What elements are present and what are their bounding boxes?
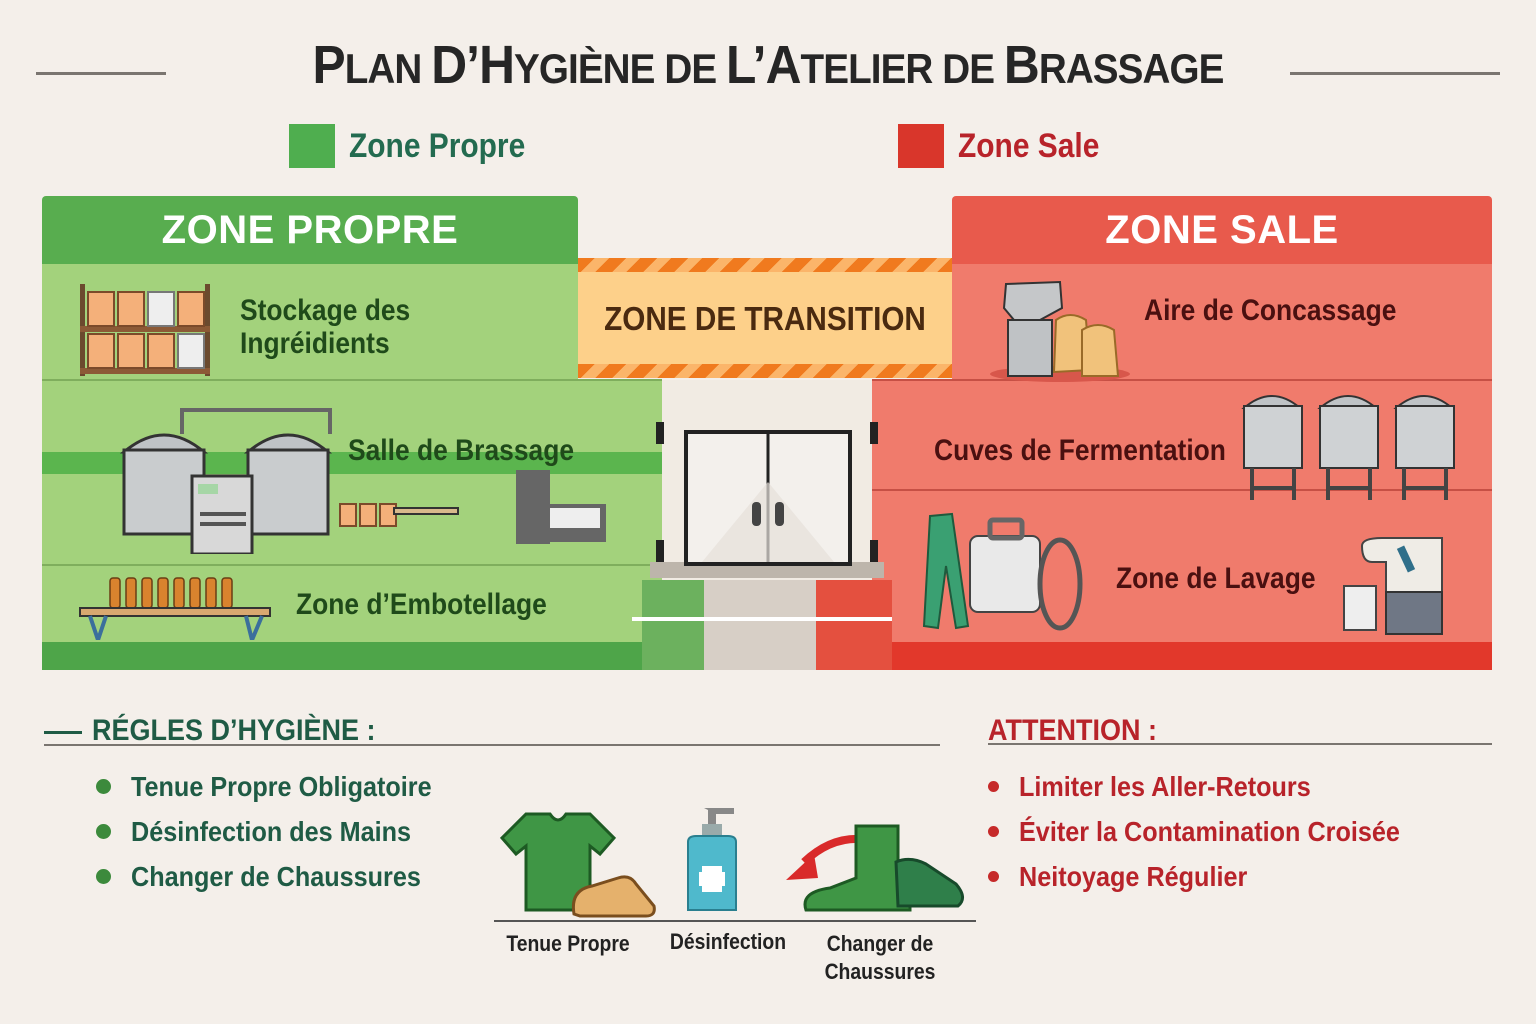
bullet-dot [988,871,999,882]
rules-divider [44,744,940,746]
corridor-floor-dirty [816,580,892,670]
area-label-fermentation: Cuves de Fermentation [934,434,1226,467]
attention-item: Neitoyage Régulier [988,854,1442,899]
attention-list: Limiter les Aller-Retours Éviter la Cont… [988,764,1442,899]
bottling-table-icon [79,577,271,640]
caption-change-shoes: Changer de Chaussures [824,931,936,984]
sanitizer-bottle-icon [687,808,737,911]
caption-disinfection: Désinfection [669,929,787,954]
corridor-floor-neutral [704,580,816,670]
legend-swatch-green [289,124,335,168]
bullet-dot [988,781,999,792]
area-label-brewing: Salle de Brassage [348,434,575,467]
transition-banner [578,258,952,378]
rules-title-dash [44,731,82,734]
title-rule-left [36,72,166,75]
bullet-dot [96,869,111,884]
dirty-zone-title: ZONE SALE [1105,207,1339,252]
transition-stripe-bottom [578,364,952,378]
dirty-row-divider-2 [872,489,1492,491]
area-label-storage: Stockage des Ingréidients [240,294,411,360]
shirt-shoes-icon [499,812,656,918]
bullet-dot [988,826,999,837]
attention-item: Limiter les Aller-Retours [988,764,1442,809]
dirty-zone-header: ZONE SALE [952,196,1492,264]
rule-item: Tenue Propre Obligatoire [96,764,465,809]
area-label-washing: Zone de Lavage [1116,562,1316,595]
legend-label-clean: Zone Propre [349,126,526,165]
attention-title: ATTENTION : [988,714,1157,747]
legend-swatch-red [898,124,944,168]
shelf-boxes-icon [80,284,210,376]
icon-row-divider [494,920,976,922]
change-boots-icon [786,824,964,912]
attention-divider [988,743,1492,745]
rules-title: RÉGLES D’HYGIÈNE : [92,714,376,747]
washing-equipment-icon [922,512,1083,631]
transition-stripe-top [578,258,952,272]
corridor-floor-clean [642,580,704,670]
double-door-icon [650,422,884,578]
zone-map: ZONE PROPRE ZONE SALE ZONE DE TRANSITION [42,196,1492,670]
clean-floor-band [42,642,662,670]
clean-row-divider-1 [42,379,662,381]
caption-clean-outfit: Tenue Propre [506,931,630,956]
dirty-row-divider-1 [872,379,1492,381]
bullet-dot [96,824,111,839]
legend-dirty-zone: Zone Sale [898,124,1119,168]
area-label-bottling: Zone d’Embotellage [296,588,547,621]
transition-title: ZONE DE TRANSITION [604,300,926,337]
washer-machine-icon [1343,537,1443,635]
legend-label-dirty: Zone Sale [958,126,1100,165]
page-title: PLAN D’HYGIÈNE DE L’ATELIER DE BRASSAGE [312,35,1225,95]
fermentation-tanks-icon [1241,395,1455,500]
dirty-floor-band [872,642,1492,670]
clean-zone-title: ZONE PROPRE [161,207,459,252]
attention-item: Éviter la Contamination Croisée [988,809,1442,854]
clean-zone-header: ZONE PROPRE [42,196,578,264]
rule-item: Changer de Chaussures [96,854,465,899]
brewing-tanks-icon [120,408,606,554]
title-rule-right [1290,72,1500,75]
rules-list: Tenue Propre Obligatoire Désinfection de… [96,764,465,899]
rule-item: Désinfection des Mains [96,809,465,854]
grain-mill-icon [990,280,1130,382]
bullet-dot [96,779,111,794]
floor-marking-line [632,617,892,621]
area-label-milling: Aire de Concassage [1144,294,1397,327]
clean-row-divider-2 [42,564,662,566]
legend-clean-zone: Zone Propre [289,124,549,168]
